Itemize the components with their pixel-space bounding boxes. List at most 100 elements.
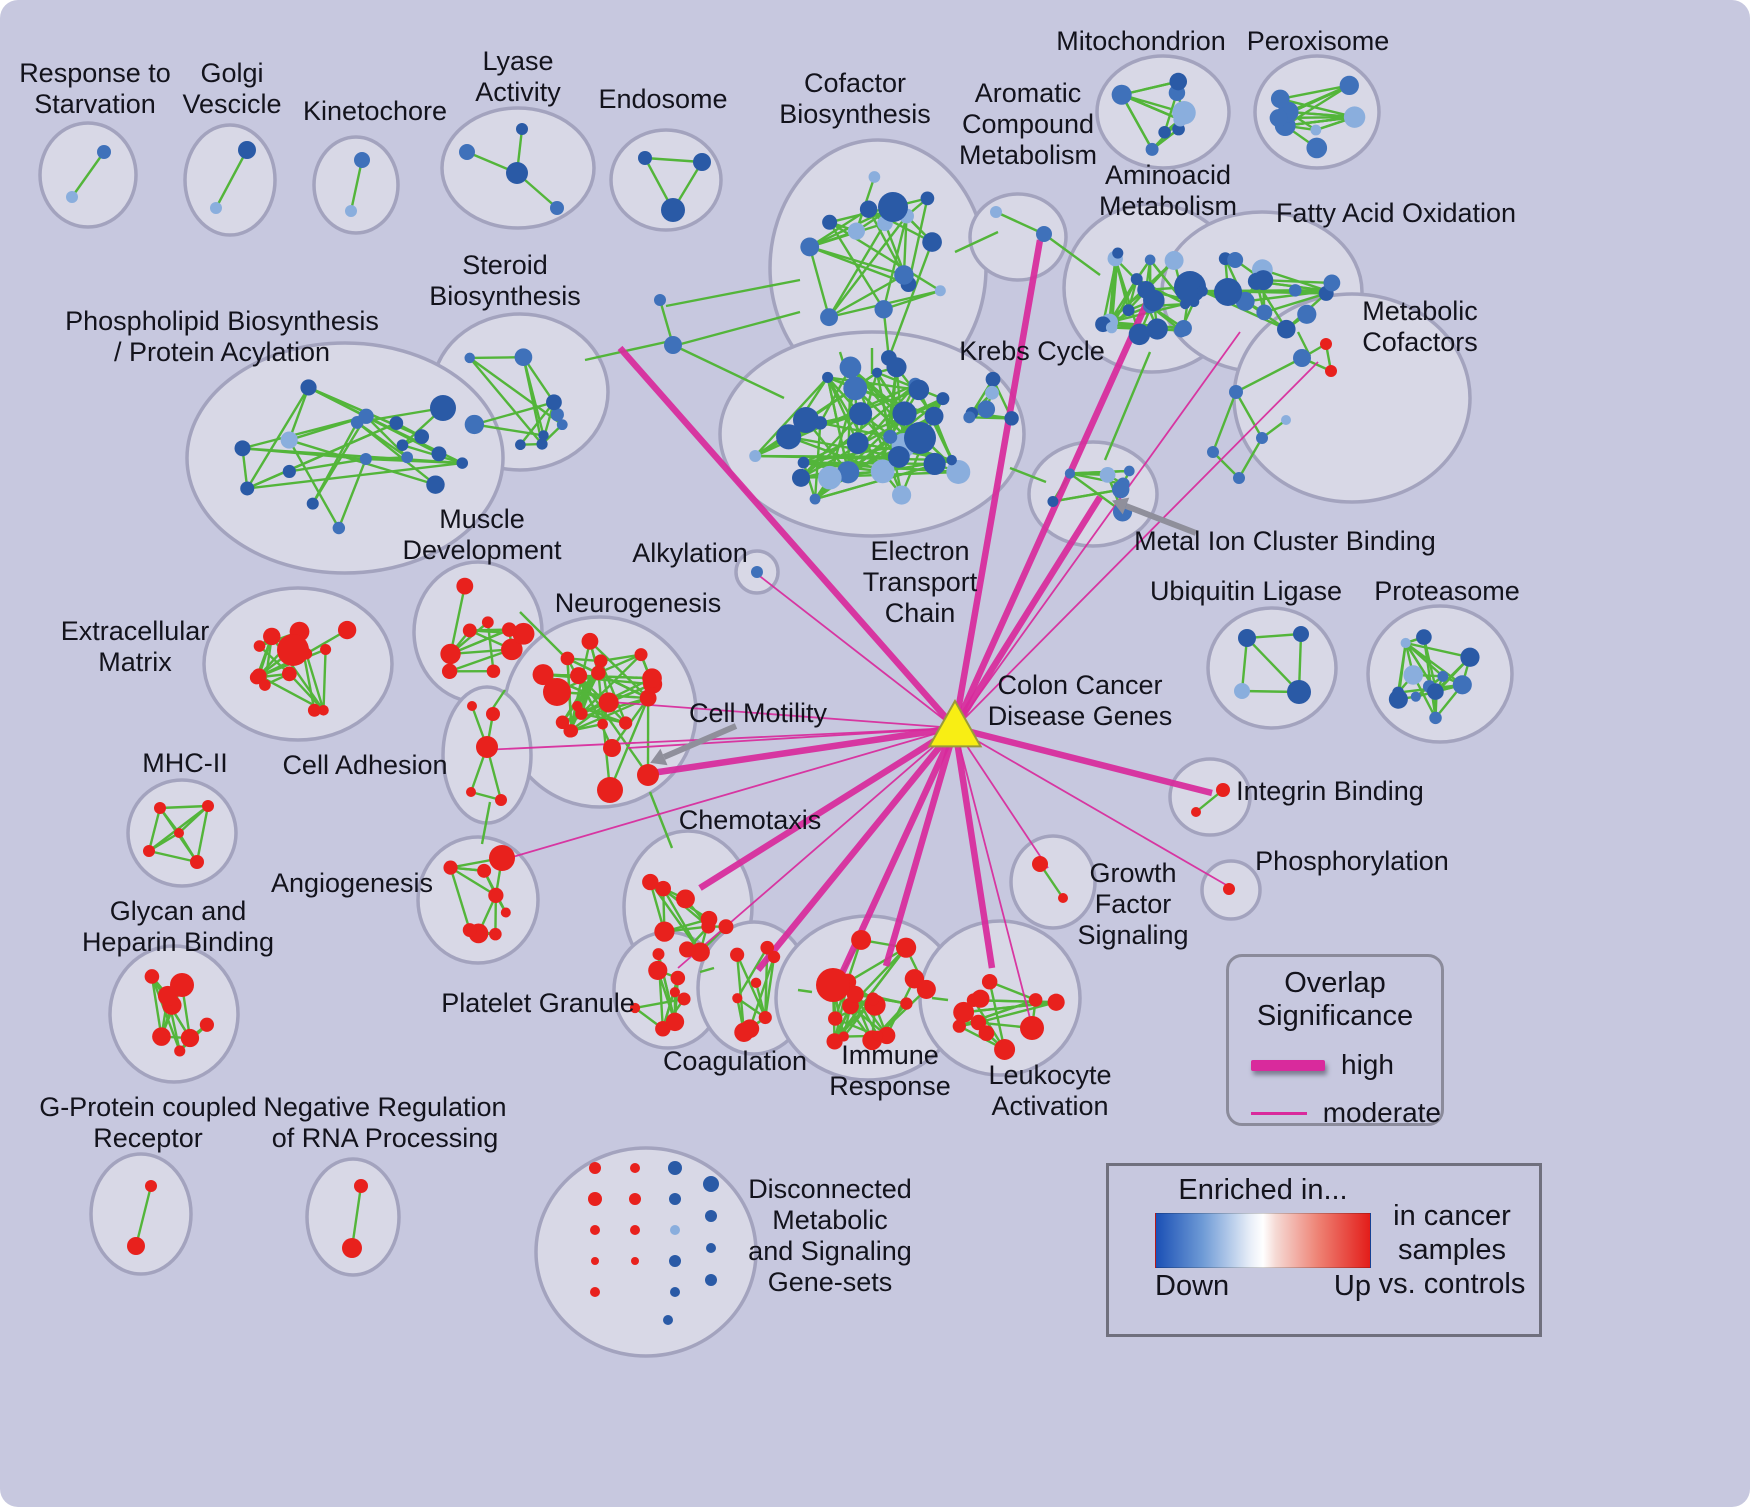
gene-set-node [866, 992, 880, 1006]
gene-set-node [543, 678, 571, 706]
colon-cancer-hub-triangle [927, 698, 983, 748]
gene-set-node [456, 577, 474, 595]
gene-set-edge [449, 648, 513, 673]
gene-set-node [872, 367, 883, 378]
overlap-legend-item-moderate: moderate [1229, 1097, 1441, 1129]
gene-set-node [1058, 893, 1068, 903]
gene-set-node [870, 459, 895, 484]
gene-set-node [234, 440, 251, 457]
gene-set-node [693, 153, 711, 171]
gene-set-node [718, 919, 734, 935]
gene-set-node [654, 294, 666, 306]
cluster-label-cell-adhesion: Cell Adhesion [282, 750, 447, 780]
overlap-edge-high [617, 345, 958, 731]
gene-set-edge [754, 376, 829, 457]
gene-set-node [859, 200, 878, 218]
gene-set-node [952, 1019, 966, 1033]
gene-set-node [1256, 304, 1273, 321]
gene-set-node [1158, 126, 1171, 139]
gene-set-node [441, 663, 458, 679]
gene-set-node [486, 664, 501, 678]
gene-set-node [464, 352, 475, 364]
gene-set-node [751, 566, 763, 578]
gene-set-node [281, 666, 297, 682]
overlap-edge-high [954, 724, 1213, 797]
overlap-edge-high [951, 727, 996, 969]
gene-set-edge [474, 401, 555, 426]
gene-set-edge [1069, 469, 1130, 475]
gene-set-node [705, 1274, 717, 1286]
gene-set-node [670, 1287, 680, 1297]
overlap-edge-high [882, 727, 959, 967]
gene-set-edge [847, 946, 907, 984]
gene-set-node [280, 431, 298, 449]
gene-set-node [661, 198, 685, 222]
gene-set-node [1270, 89, 1290, 109]
gene-set-node [591, 1257, 599, 1265]
gene-set-node [1277, 319, 1296, 339]
cluster-label-coagulation: Coagulation [663, 1046, 807, 1076]
overlap-legend-title-line2: Significance [1256, 1000, 1414, 1032]
gene-set-edge [1052, 488, 1121, 503]
note-line3: vs. controls [1378, 1268, 1526, 1300]
gene-set-node [760, 940, 775, 955]
gene-set-node [849, 402, 873, 426]
gene-set-edge [1121, 93, 1181, 121]
gene-set-node [597, 777, 623, 803]
gene-set-node [846, 432, 869, 454]
gene-set-node [630, 1163, 640, 1173]
gene-set-edge [1227, 289, 1328, 294]
gene-set-node [838, 1031, 849, 1042]
gene-set-node [594, 654, 608, 668]
overlap-edge-high [952, 298, 1151, 730]
gene-set-node [546, 394, 562, 411]
gene-set-edge [1285, 115, 1355, 127]
gene-set-node [776, 424, 802, 450]
overlap-edge-moderate [756, 573, 956, 729]
gene-set-node [758, 1010, 772, 1025]
gene-set-node [663, 1315, 673, 1325]
gene-set-node [669, 1255, 681, 1267]
layer-hub [650, 497, 1198, 766]
gene-set-node [977, 400, 996, 419]
gene-set-node [320, 643, 332, 656]
enriched-legend-title: Enriched in... [1178, 1174, 1348, 1206]
gene-set-node [590, 1225, 600, 1235]
gene-set-node [630, 1225, 640, 1235]
gene-set-edge [1263, 278, 1332, 285]
gene-set-node [809, 493, 821, 505]
gene-set-node [846, 985, 864, 1003]
gene-set-node [174, 828, 184, 838]
gene-set-node [591, 665, 606, 681]
gene-set-edge [827, 376, 920, 392]
gene-set-node [66, 191, 78, 203]
gene-set-node [1323, 274, 1341, 292]
enrichment-gradient-bar [1155, 1213, 1371, 1268]
gene-set-node [642, 873, 659, 891]
gene-set-node [459, 144, 475, 160]
gene-set-node [1145, 142, 1159, 156]
gene-set-edge [828, 222, 887, 318]
gene-set-node [924, 406, 944, 426]
gene-set-node [443, 860, 458, 875]
cluster-label-metal-ion-cluster-binding: Metal Ion Cluster Binding [1134, 526, 1436, 556]
gene-set-edge [449, 866, 497, 897]
overlap-edge-moderate [609, 701, 956, 729]
gene-set-edge [337, 458, 367, 529]
gene-set-node [358, 408, 374, 424]
enriched-legend-note: in cancer samples vs. controls [1371, 1166, 1539, 1334]
gene-set-node [1112, 247, 1124, 259]
gene-set-node [690, 942, 710, 962]
gene-set-node [797, 456, 810, 469]
inter-cluster-edge [699, 966, 715, 974]
gene-set-node [1143, 289, 1165, 312]
gene-set-node [512, 622, 535, 645]
pointer-arrowhead [650, 748, 668, 766]
gene-set-node [430, 395, 456, 421]
gene-set-edge [828, 215, 908, 318]
gene-set-node [556, 419, 568, 431]
